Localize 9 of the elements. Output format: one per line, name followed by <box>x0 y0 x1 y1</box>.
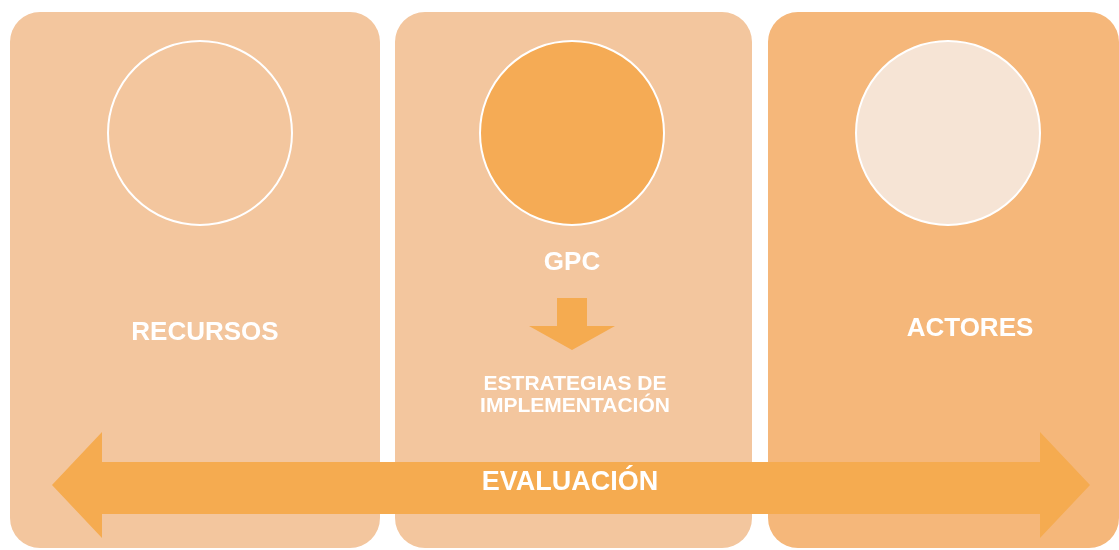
label: ESTRATEGIAS DE IMPLEMENTACIÓN <box>479 372 671 417</box>
panel <box>395 12 752 548</box>
down-arrow <box>529 298 615 350</box>
label: EVALUACIÓN <box>480 467 660 496</box>
label: RECURSOS <box>130 318 280 346</box>
label: ACTORES <box>905 314 1035 342</box>
label: GPC <box>542 248 602 276</box>
panel <box>768 12 1119 548</box>
panel <box>10 12 380 548</box>
